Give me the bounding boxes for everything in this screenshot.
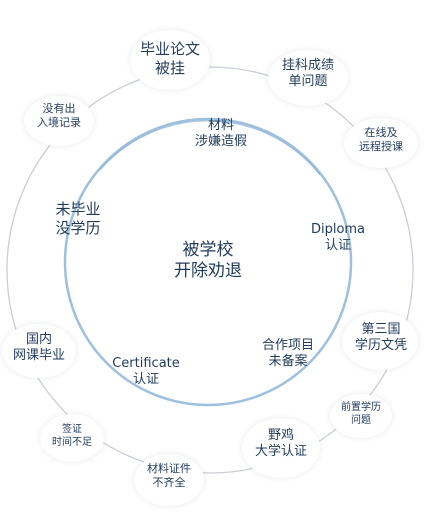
- outer-item-right: 第三国 学历文凭: [354, 322, 407, 354]
- bubble-top-left: [24, 96, 94, 146]
- outer-item-bottom: 材料证件 不齐全: [147, 462, 191, 489]
- outer-item-top-left: 没有出 入境记录: [37, 102, 81, 129]
- outer-item-bottom-right: 野鸡 大学认证: [254, 428, 307, 460]
- center-label: 被学校 开除劝退: [174, 240, 242, 282]
- bubble-right-lower: [330, 394, 392, 438]
- outer-item-right-upper: 在线及 远程授课: [359, 126, 403, 153]
- outer-item-left: 国内 网课毕业: [12, 332, 65, 364]
- inner-ring: [63, 117, 353, 407]
- inner-item-bottom-right: 合作项目 未备案: [261, 338, 314, 370]
- inner-item-bottom-left: Certificate 认证: [112, 356, 180, 388]
- bubble-bottom-right: [242, 418, 320, 478]
- bubble-left: [2, 324, 76, 378]
- inner-item-left: 未毕业 没学历: [55, 200, 101, 237]
- outer-item-top-right: 挂科成绩 单问题: [281, 58, 334, 90]
- bubble-bottom: [134, 454, 204, 506]
- inner-ring-accent: [99, 120, 321, 176]
- inner-item-right: Diploma 认证: [310, 222, 366, 254]
- bubble-right-upper: [344, 118, 418, 168]
- inner-item-top: 材料 涉嫌造假: [194, 118, 247, 150]
- outer-item-bottom-left: 签证 时间不足: [52, 424, 92, 448]
- outer-ring: [6, 66, 414, 474]
- outer-item-right-lower: 前置学历 问题: [341, 402, 381, 426]
- bubble-top-right: [268, 50, 348, 106]
- bubble-right: [342, 312, 418, 370]
- bubble-top: [130, 30, 210, 90]
- outer-item-top: 毕业论文 被挂: [139, 40, 200, 77]
- bubble-bottom-left: [40, 414, 104, 462]
